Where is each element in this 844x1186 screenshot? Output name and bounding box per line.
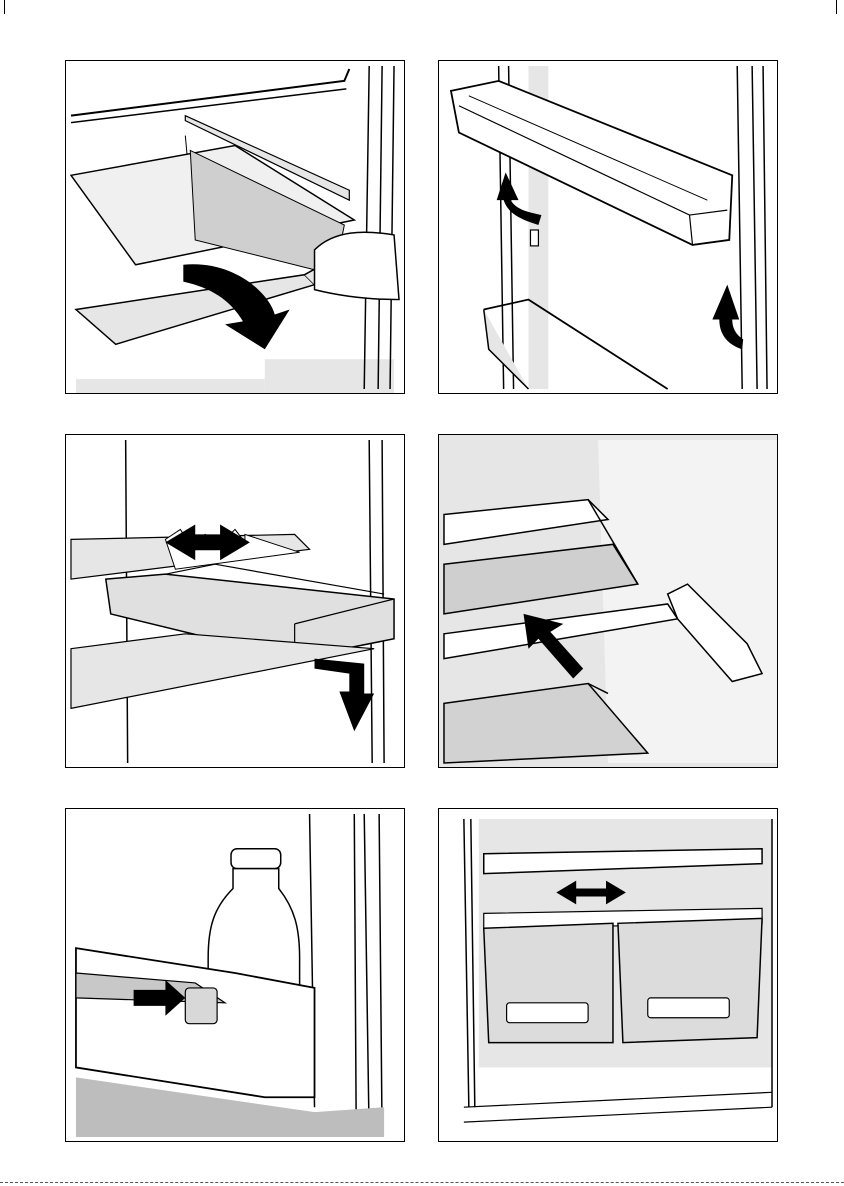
glass-shelf-drawing — [439, 435, 777, 767]
sliding-drawer-drawing — [66, 435, 404, 767]
bottle-retainer-drawing — [66, 809, 404, 1141]
shelf-removal-drawing — [66, 61, 404, 393]
vegetable-drawers-drawing — [439, 809, 777, 1141]
illustration-door-bin-lift — [438, 60, 778, 394]
cut-line — [0, 1182, 844, 1183]
illustration-sliding-drawer — [65, 434, 405, 768]
door-bin-drawing — [439, 61, 777, 393]
illustration-vegetable-drawers — [438, 808, 778, 1142]
crop-mark-left — [4, 0, 5, 14]
illustration-bottle-retainer — [65, 808, 405, 1142]
illustration-glass-shelf-insert — [438, 434, 778, 768]
crop-mark-right — [836, 0, 837, 14]
illustration-door-shelf-removal — [65, 60, 405, 394]
